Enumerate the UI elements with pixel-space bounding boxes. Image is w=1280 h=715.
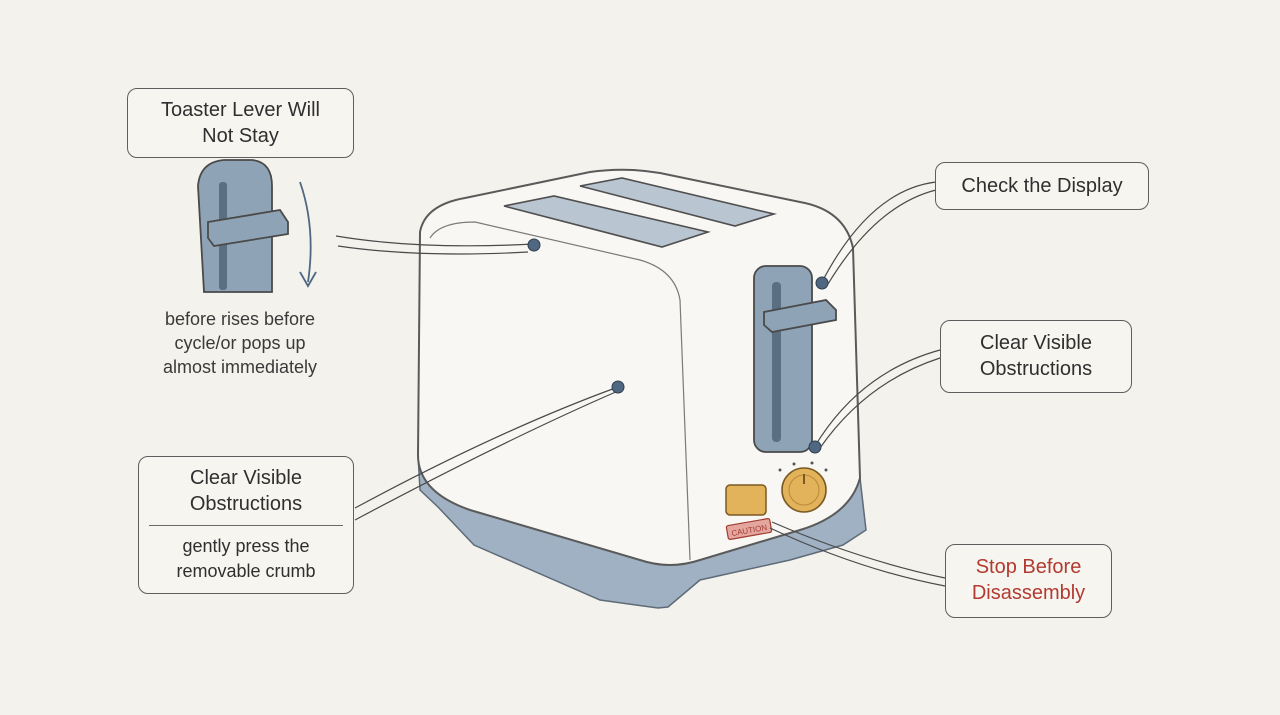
bread-slot-back xyxy=(579,177,778,227)
callout-lever: Toaster Lever Will Not Stay xyxy=(127,88,354,158)
button-icon xyxy=(725,484,767,516)
lever-track-slot xyxy=(772,282,781,442)
caution-tag xyxy=(725,518,773,540)
callout-display: Check the Display xyxy=(935,162,1149,210)
callout-clear-right: Clear Visible Obstructions xyxy=(940,320,1132,393)
leader-stop xyxy=(771,521,946,579)
callout-stop-label: Stop Before Disassembly xyxy=(971,556,1086,604)
marker-dots xyxy=(527,238,829,454)
toaster-illustration: CAUTION xyxy=(416,168,867,609)
callout-display-label: Check the Display xyxy=(961,175,1123,197)
marker-dot-display xyxy=(815,276,829,290)
toaster-body xyxy=(416,168,862,566)
callout-clear-right-label: Clear Visible Obstructions xyxy=(979,332,1093,380)
toaster-face-curve xyxy=(429,221,691,561)
leader-lines xyxy=(335,181,946,587)
callout-divider xyxy=(149,525,343,526)
leader-clear-left xyxy=(354,386,619,509)
callout-stop: Stop Before Disassembly xyxy=(945,544,1112,618)
callout-clear-left-label: Clear Visible Obstructions xyxy=(189,467,303,515)
callout-clear-left: Clear Visible Obstructions gently press … xyxy=(138,456,354,594)
browning-knob-icon xyxy=(778,461,828,513)
down-arrow-icon xyxy=(299,181,317,288)
toaster-lever xyxy=(763,299,837,333)
callout-lever-label: Toaster Lever Will Not Stay xyxy=(161,99,320,147)
leader-display xyxy=(821,181,937,283)
lever-track xyxy=(753,265,813,453)
marker-dot-lever xyxy=(527,238,541,252)
lever-note: before rises before cycle/or pops up alm… xyxy=(162,309,318,377)
lever-detail-icon xyxy=(197,159,289,293)
leader-lever xyxy=(335,235,535,247)
leader-clear-right xyxy=(814,349,941,447)
callout-clear-left-detail: gently press the removable crumb xyxy=(176,536,316,581)
marker-dot-clear-left xyxy=(611,380,625,394)
bread-slot-front xyxy=(503,195,711,248)
marker-dot-clear-right xyxy=(808,440,822,454)
